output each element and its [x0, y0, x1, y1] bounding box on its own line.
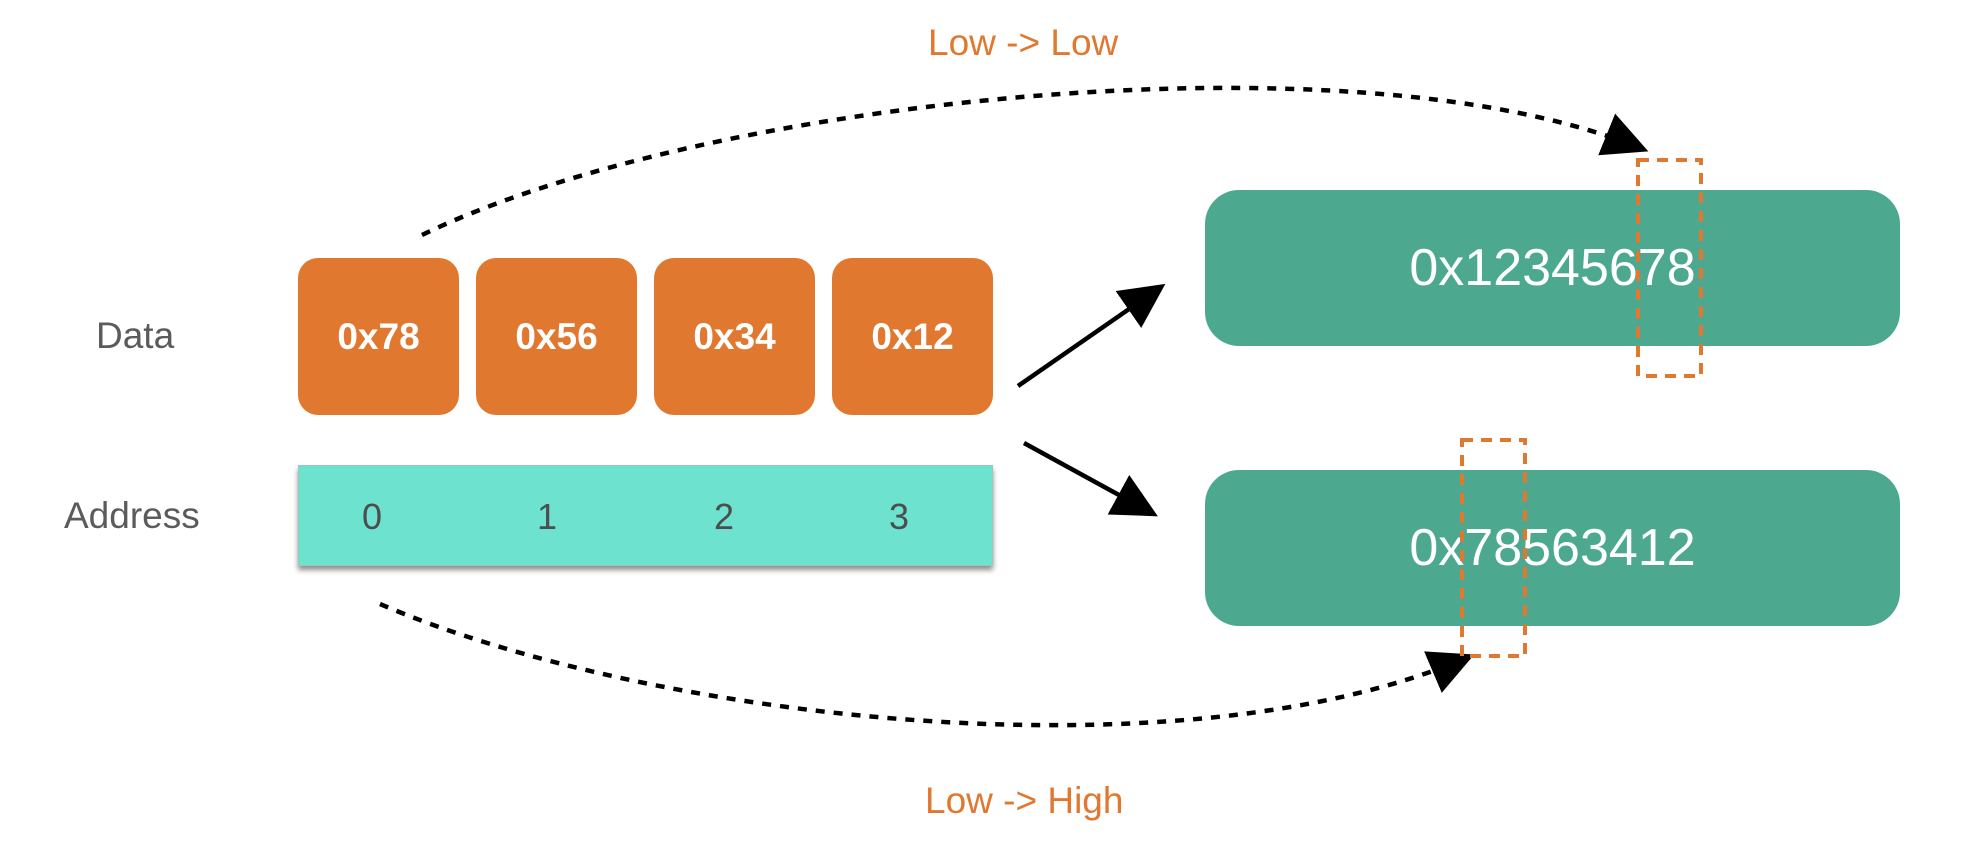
data-byte-2: 0x34 — [654, 258, 815, 415]
address-cell-1: 1 — [536, 496, 558, 537]
address-cell-3: 3 — [888, 496, 910, 537]
bottom-arc-label: Low -> High — [925, 780, 1124, 821]
address-cell-0: 0 — [361, 496, 383, 537]
data-row-label: Data — [96, 315, 175, 356]
arrow-to-little-endian — [1022, 441, 1158, 517]
little-endian-low-byte-highlight — [1460, 438, 1527, 658]
bottom-dotted-arc — [379, 601, 1475, 728]
big-endian-result: 0x12345678 — [1205, 190, 1900, 346]
data-byte-3: 0x12 — [832, 258, 993, 415]
little-endian-result: 0x78563412 — [1205, 470, 1900, 626]
data-byte-0: 0x78 — [298, 258, 459, 415]
top-arc-label: Low -> Low — [928, 22, 1119, 63]
address-bar: 0 1 2 3 — [298, 465, 993, 566]
address-row-label: Address — [64, 495, 200, 536]
big-endian-low-byte-highlight — [1636, 158, 1703, 378]
address-cell-2: 2 — [713, 496, 735, 537]
top-dotted-arc — [421, 85, 1649, 238]
arrow-to-big-endian — [1016, 283, 1166, 388]
data-byte-1: 0x56 — [476, 258, 637, 415]
